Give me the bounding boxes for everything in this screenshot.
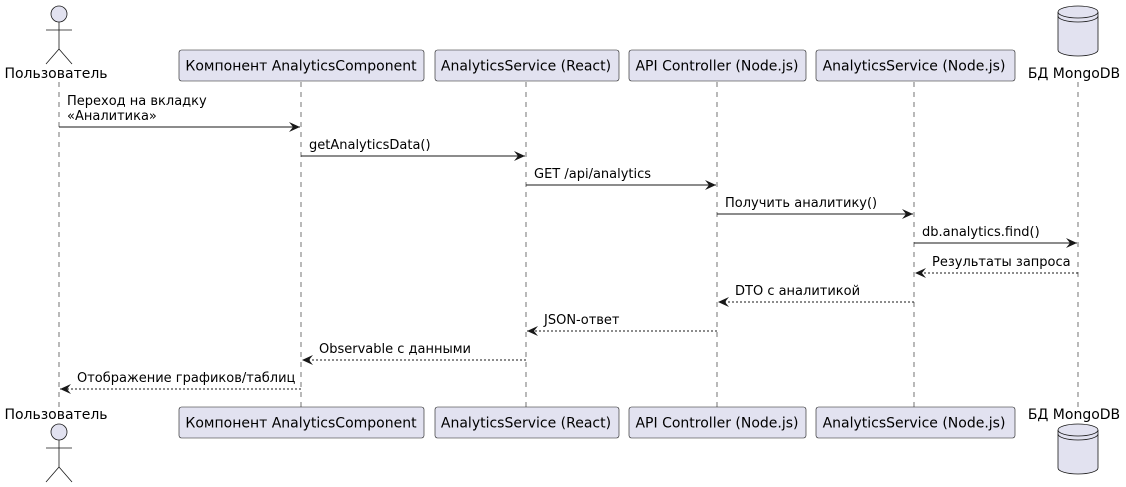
participants-top: Пользователь Компонент AnalyticsComponent… — [4, 5, 1120, 82]
message-label: DTO с аналитикой — [735, 284, 860, 299]
participant-box — [434, 49, 620, 82]
database-icon — [1057, 423, 1099, 475]
participant-svc_react-top: AnalyticsService (React) — [434, 49, 620, 82]
message-label: Переход на вкладку — [67, 94, 207, 109]
messages: Переход на вкладку«Аналитика» getAnalytic… — [59, 94, 1078, 394]
participant-label: AnalyticsService (React) — [441, 416, 611, 432]
actor-icon — [45, 423, 73, 483]
message-label: Отображение графиков/таблиц — [77, 371, 296, 386]
participant-label: Компонент AnalyticsComponent — [185, 416, 417, 432]
message-5: db.analytics.find() — [914, 225, 1077, 248]
message-9: Observable с данными — [302, 342, 526, 365]
message-7: DTO с аналитикой — [718, 284, 914, 307]
message-label: Observable с данными — [319, 342, 471, 357]
participant-api-bottom: API Controller (Node.js) — [628, 406, 807, 439]
participant-box — [628, 406, 807, 439]
message-label: Результаты запроса — [932, 255, 1071, 270]
participant-user-top: Пользователь — [4, 5, 108, 82]
participant-box — [815, 406, 1016, 439]
message-label: db.analytics.find() — [922, 225, 1040, 240]
message-8: JSON-ответ — [527, 313, 717, 336]
participant-box — [434, 406, 620, 439]
message-label: getAnalyticsData() — [309, 138, 431, 153]
participant-user-bottom: Пользователь — [4, 407, 108, 483]
participant-box — [815, 49, 1016, 82]
message-4: Получить аналитику() — [717, 196, 913, 219]
message-3: GET /api/analytics — [526, 167, 716, 190]
participant-component-top: Компонент AnalyticsComponent — [178, 49, 425, 82]
participant-component-bottom: Компонент AnalyticsComponent — [178, 406, 425, 439]
message-label: GET /api/analytics — [534, 167, 651, 182]
message-10: Отображение графиков/таблиц — [60, 371, 301, 394]
database-icon — [1057, 5, 1099, 57]
actor-label: Пользователь — [4, 66, 107, 82]
participant-box — [178, 406, 425, 439]
message-label: JSON-ответ — [543, 313, 620, 328]
message-label: «Аналитика» — [67, 109, 157, 124]
participant-label: AnalyticsService (Node.js) — [823, 416, 1006, 432]
actor-label: Пользователь — [4, 407, 107, 423]
participant-db-bottom: БД MongoDB — [1028, 407, 1120, 475]
participant-box — [628, 49, 807, 82]
lifelines — [58, 82, 1079, 407]
message-label: Получить аналитику() — [725, 196, 877, 211]
participant-db-top: БД MongoDB — [1028, 5, 1120, 82]
participant-box — [178, 49, 425, 82]
database-label: БД MongoDB — [1028, 66, 1120, 82]
participant-label: AnalyticsService (React) — [441, 59, 611, 75]
message-2: getAnalyticsData() — [301, 138, 525, 161]
participant-label: Компонент AnalyticsComponent — [185, 59, 417, 75]
participant-api-top: API Controller (Node.js) — [628, 49, 807, 82]
participant-svc_node-bottom: AnalyticsService (Node.js) — [815, 406, 1016, 439]
participant-svc_react-bottom: AnalyticsService (React) — [434, 406, 620, 439]
participant-label: API Controller (Node.js) — [635, 416, 798, 432]
database-label: БД MongoDB — [1028, 407, 1120, 423]
participant-svc_node-top: AnalyticsService (Node.js) — [815, 49, 1016, 82]
actor-icon — [45, 5, 73, 65]
message-6: Результаты запроса — [915, 255, 1078, 278]
message-1: Переход на вкладку«Аналитика» — [59, 94, 300, 132]
participant-label: API Controller (Node.js) — [635, 59, 798, 75]
participant-label: AnalyticsService (Node.js) — [823, 59, 1006, 75]
